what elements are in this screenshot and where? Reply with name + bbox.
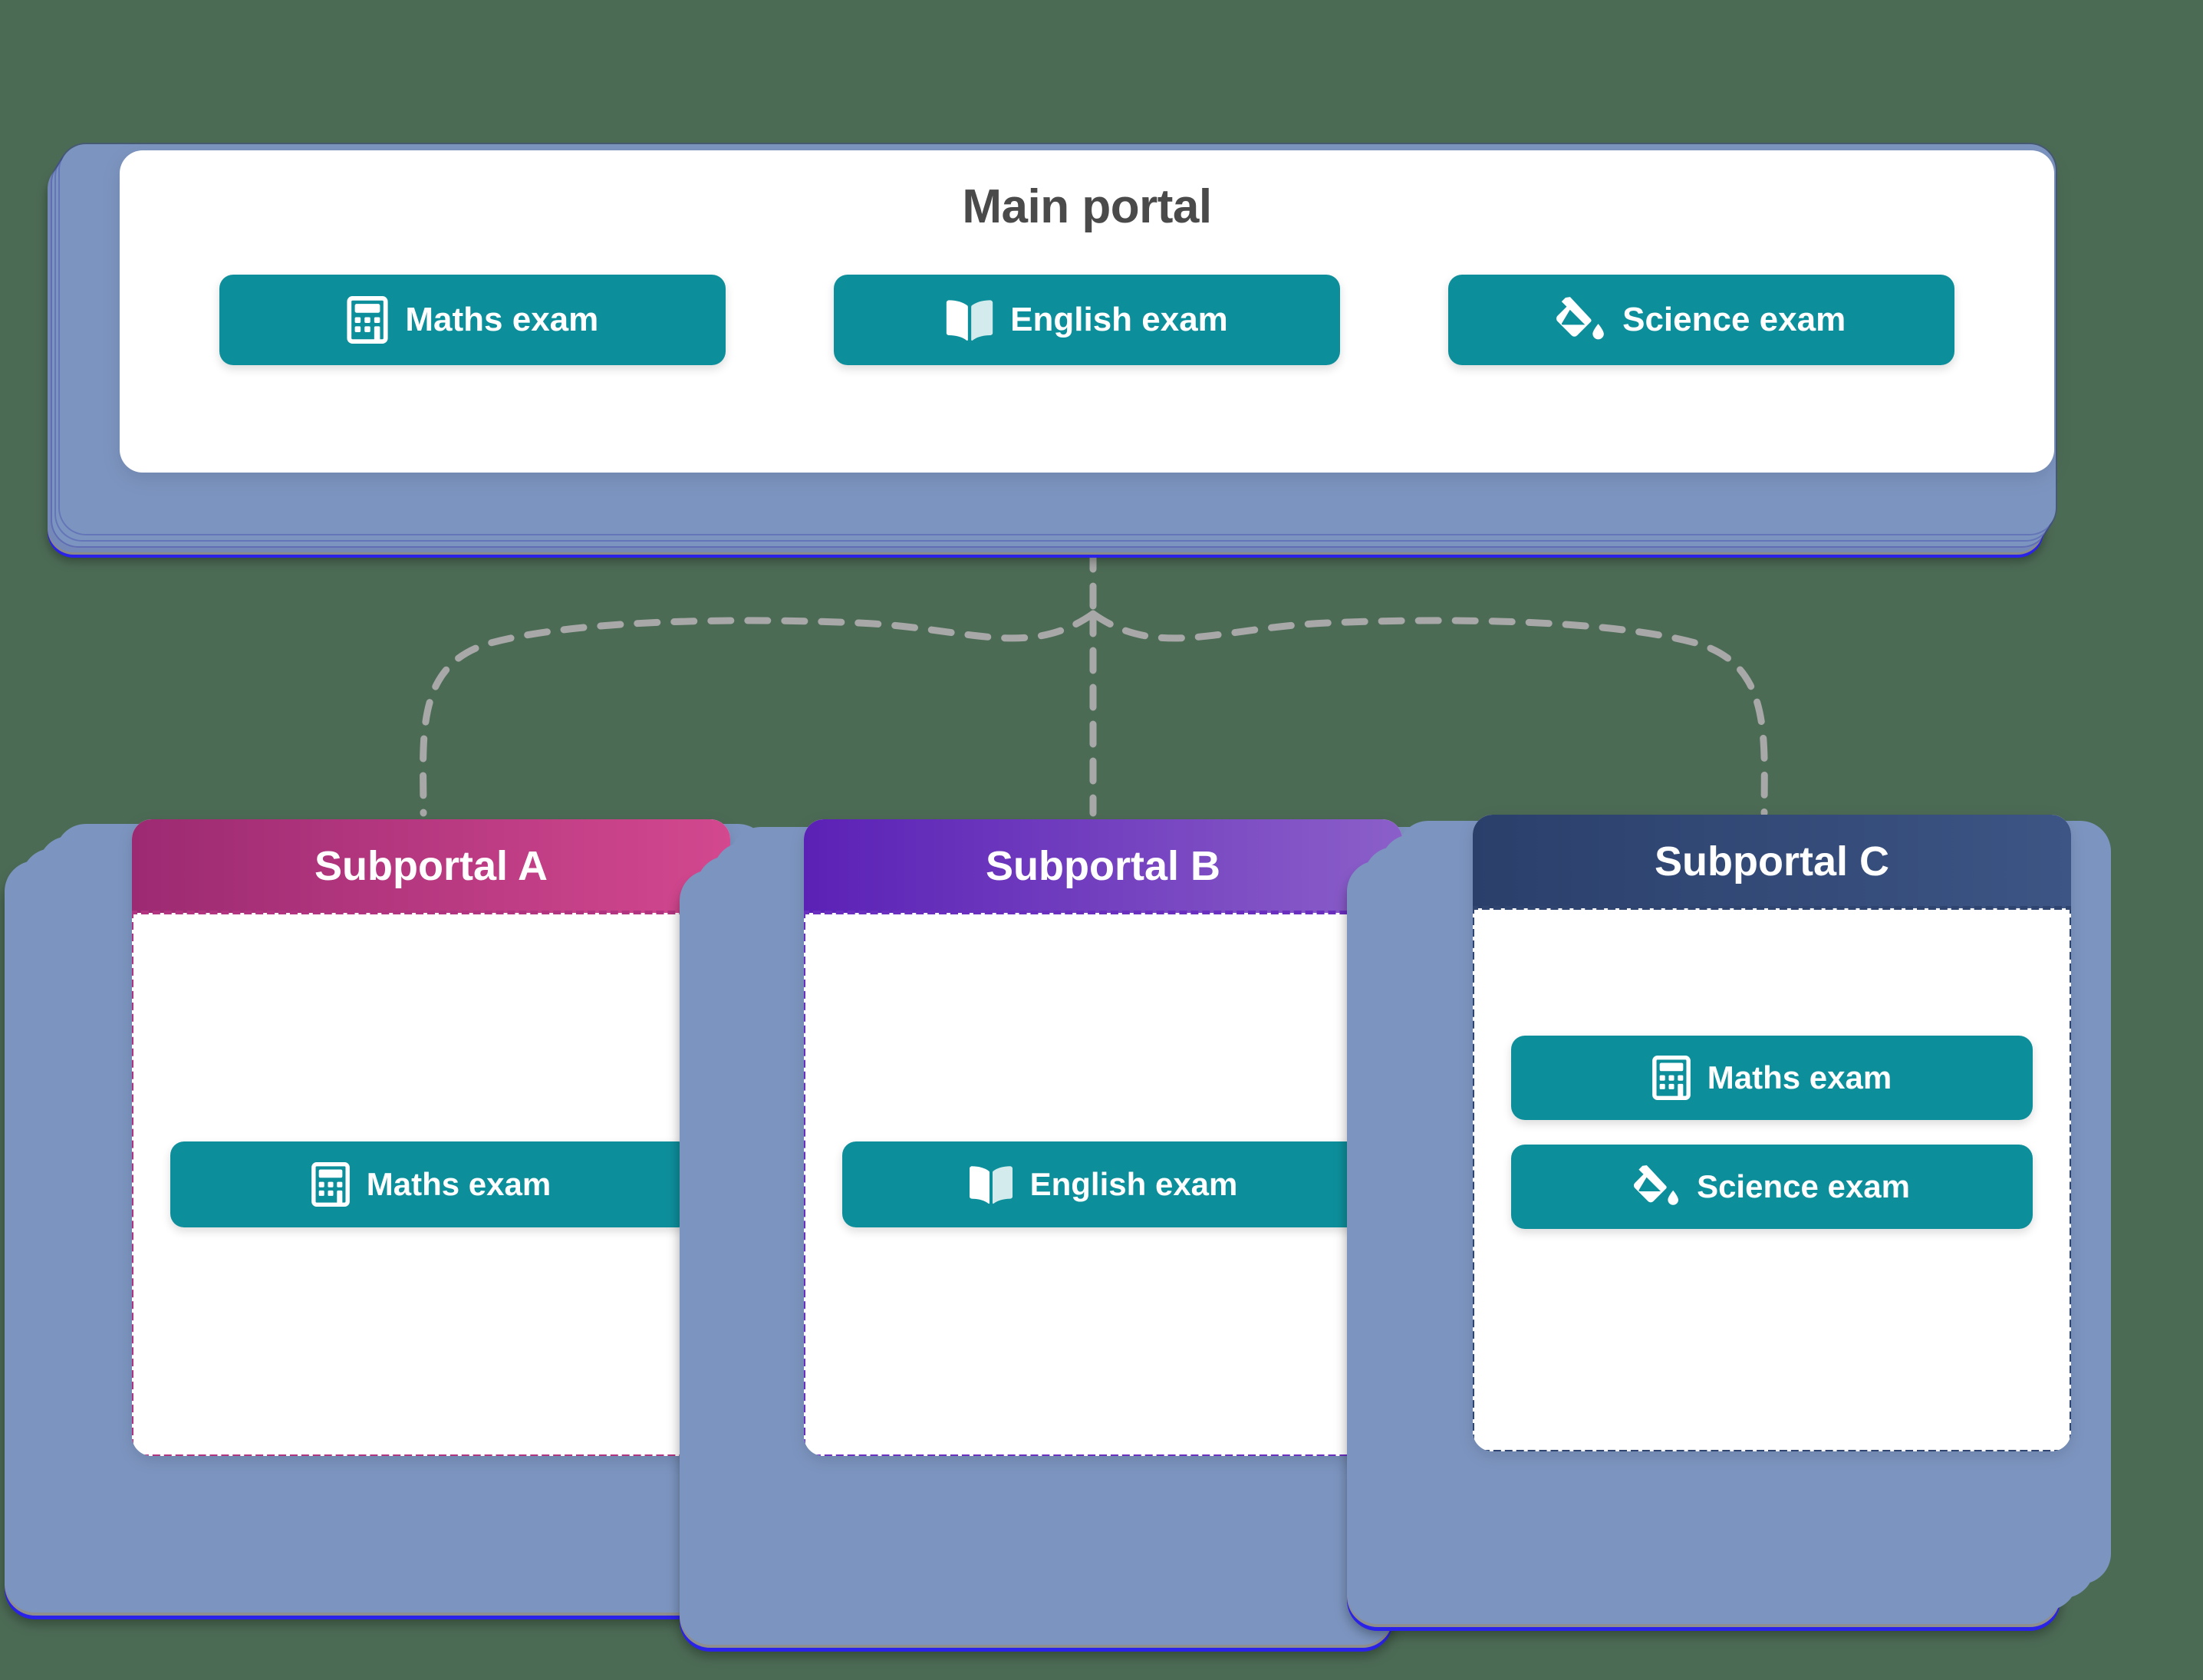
connector-to-c <box>1089 610 1768 817</box>
subportal-b-header: Subportal B <box>804 819 1402 913</box>
open-book-icon <box>946 298 993 341</box>
subportal-a-card: Subportal A Maths exam <box>132 819 730 1456</box>
calculator-icon <box>347 296 388 344</box>
main-science-exam-button[interactable]: Science exam <box>1447 275 1954 365</box>
button-label: Science exam <box>1697 1168 1910 1204</box>
subportal-b-card: Subportal B English exam <box>804 819 1402 1456</box>
subportal-a-header: Subportal A <box>132 819 730 913</box>
subportal-b-english-exam-button[interactable]: English exam <box>842 1141 1364 1227</box>
subportal-a-title: Subportal A <box>314 843 548 889</box>
paint-bucket-icon <box>1556 297 1605 343</box>
subportal-c-card: Subportal C Maths exam <box>1473 815 2071 1451</box>
subportal-c-body: Maths exam Science exam <box>1473 908 2071 1451</box>
main-english-exam-button[interactable]: English exam <box>833 275 1340 365</box>
subportal-c-title: Subportal C <box>1655 838 1889 884</box>
button-label: Maths exam <box>1707 1059 1892 1095</box>
button-label: Science exam <box>1622 301 1846 338</box>
subportal-a-body: Maths exam <box>132 913 730 1456</box>
subportal-a-maths-exam-button[interactable]: Maths exam <box>170 1141 692 1227</box>
button-label: Maths exam <box>366 1166 552 1202</box>
subportal-c-header: Subportal C <box>1473 815 2071 908</box>
button-label: English exam <box>1029 1166 1238 1202</box>
subportal-b-body: English exam <box>804 913 1402 1456</box>
connector-to-a <box>420 610 1097 817</box>
main-maths-exam-button[interactable]: Maths exam <box>219 275 726 365</box>
main-portal-title: Main portal <box>962 180 1212 233</box>
subportal-c-maths-exam-button[interactable]: Maths exam <box>1511 1036 2033 1120</box>
button-label: English exam <box>1010 301 1228 338</box>
subportal-b-title: Subportal B <box>986 843 1220 889</box>
subportal-c-science-exam-button[interactable]: Science exam <box>1511 1145 2033 1229</box>
open-book-icon <box>969 1164 1013 1204</box>
main-portal-card: Main portal Maths exam <box>120 150 2054 473</box>
calculator-icon <box>311 1162 350 1207</box>
main-portal-button-row: Maths exam English exam <box>120 275 2054 365</box>
paint-bucket-icon <box>1634 1165 1680 1208</box>
calculator-icon <box>1651 1056 1691 1100</box>
button-label: Maths exam <box>405 301 599 338</box>
